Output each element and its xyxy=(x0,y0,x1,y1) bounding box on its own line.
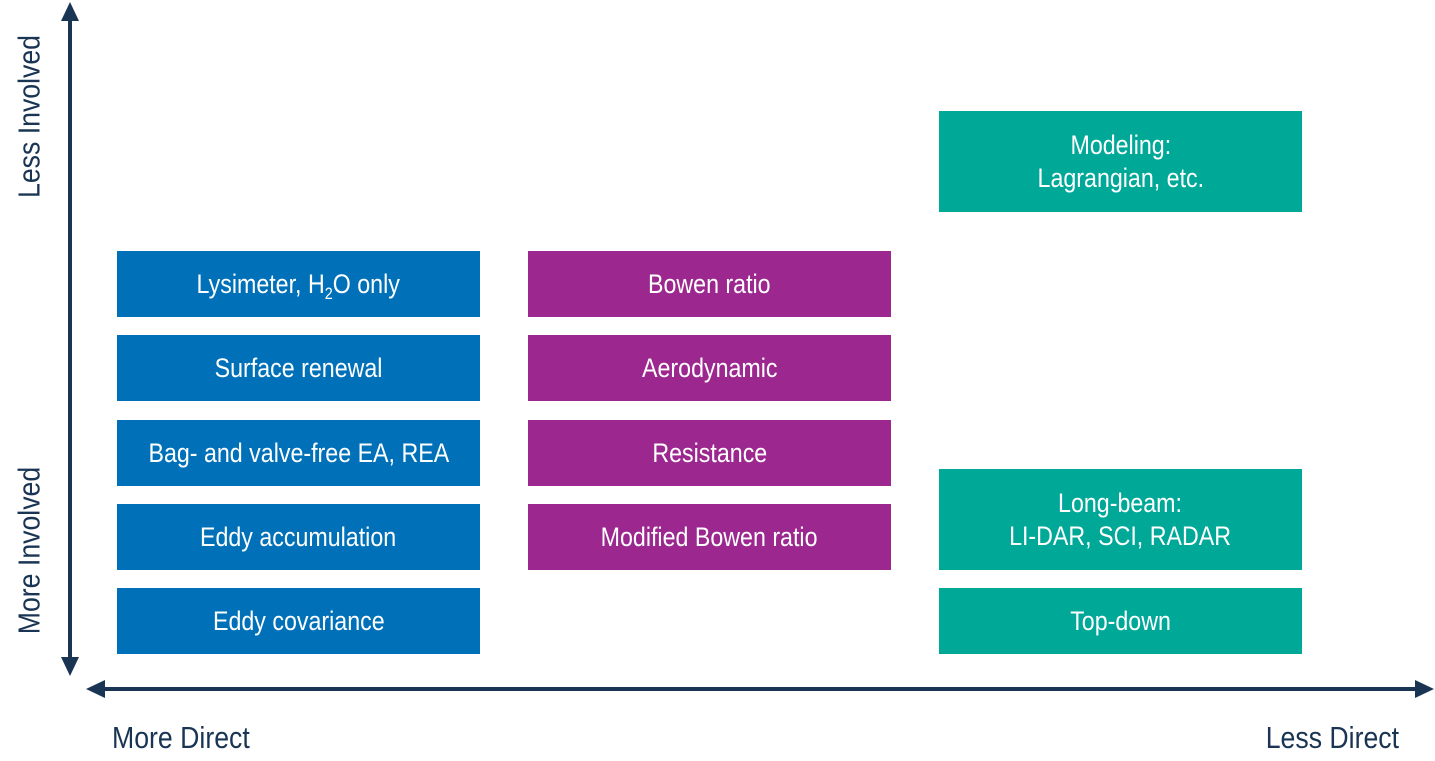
method-label: Resistance xyxy=(652,437,767,468)
right-arrow-icon xyxy=(1415,680,1434,698)
method-label-line1: Long-beam: xyxy=(1058,488,1183,519)
method-box-surface-renewal: Surface renewal xyxy=(117,335,480,401)
method-box-modeling: Modeling: Lagrangian, etc. xyxy=(939,111,1302,212)
method-label: Surface renewal xyxy=(214,352,383,383)
method-label: Bowen ratio xyxy=(648,268,771,299)
method-label: Top-down xyxy=(1070,605,1171,636)
method-label: Aerodynamic xyxy=(641,352,778,383)
x-axis-right-label: Less Direct xyxy=(1265,720,1399,755)
method-label: Eddy covariance xyxy=(212,605,385,636)
left-arrow-icon xyxy=(86,680,105,698)
method-label-tail: O only xyxy=(333,268,401,299)
method-label-line2: LI-DAR, SCI, RADAR xyxy=(1009,520,1232,551)
method-label-line1: Modeling: xyxy=(1070,130,1171,161)
method-box-eddy-accumulation: Eddy accumulation xyxy=(117,504,480,570)
x-axis-left-label: More Direct xyxy=(112,720,250,755)
horizontal-axis xyxy=(86,680,1434,698)
down-arrow-icon xyxy=(61,657,79,676)
y-axis-top-label: Less Involved xyxy=(11,34,47,199)
method-box-bowen-ratio: Bowen ratio xyxy=(528,251,891,317)
method-label: Modified Bowen ratio xyxy=(601,521,818,552)
method-box-resistance: Resistance xyxy=(528,420,891,486)
method-box-aerodynamic: Aerodynamic xyxy=(528,335,891,401)
method-box-long-beam: Long-beam: LI-DAR, SCI, RADAR xyxy=(939,469,1302,570)
up-arrow-icon xyxy=(61,2,79,21)
method-box-lysimeter: Lysimeter, H2O only xyxy=(117,251,480,317)
method-box-eddy-covariance: Eddy covariance xyxy=(117,588,480,654)
method-label: Lysimeter, H xyxy=(196,268,326,299)
vertical-axis xyxy=(61,2,79,676)
y-axis-bottom-label: More Involved xyxy=(11,466,47,635)
method-label: Bag- and valve-free EA, REA xyxy=(148,437,449,468)
method-label-line2: Lagrangian, etc. xyxy=(1037,162,1204,193)
method-box-modified-bowen-ratio: Modified Bowen ratio xyxy=(528,504,891,570)
subscript: 2 xyxy=(325,283,334,303)
method-box-top-down: Top-down xyxy=(939,588,1302,654)
method-box-bag-valve-free: Bag- and valve-free EA, REA xyxy=(117,420,480,486)
method-label: Eddy accumulation xyxy=(200,521,397,552)
